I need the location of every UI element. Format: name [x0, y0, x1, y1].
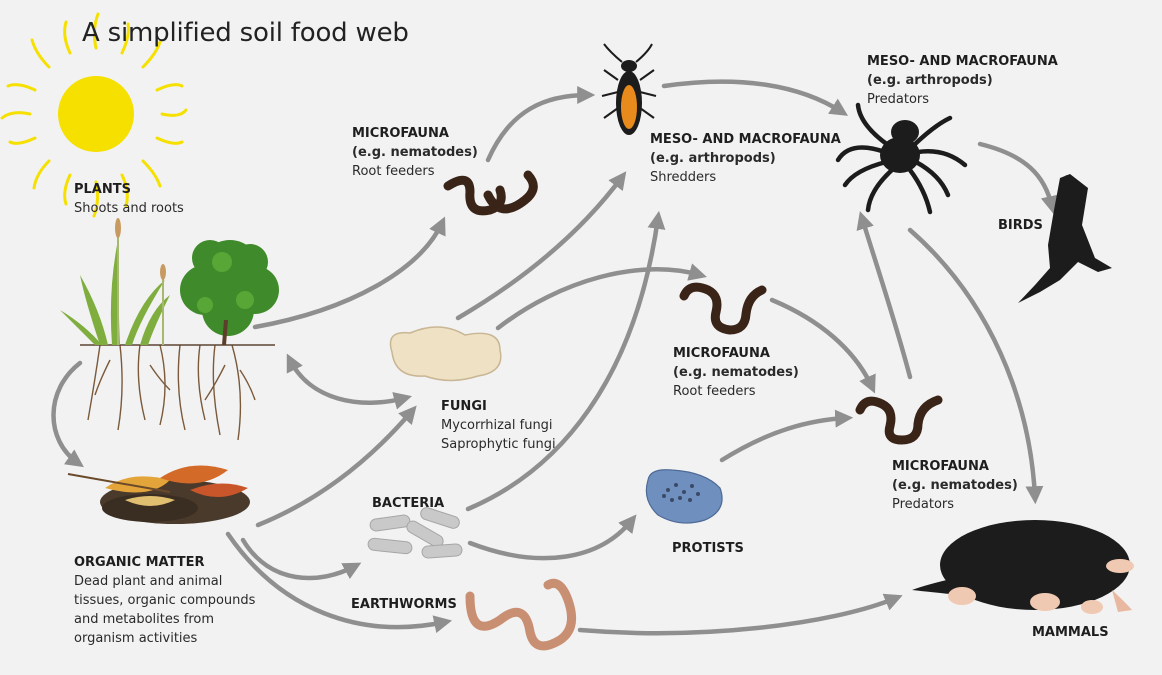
label-line: Root feeders	[673, 384, 756, 399]
label-protists: PROTISTS	[672, 539, 744, 558]
label-earthworms: EARTHWORMS	[351, 595, 457, 614]
label-microfauna-root-feeders-2: MICROFAUNA (e.g. nematodes) Root feeders	[673, 344, 799, 401]
arrow-nematode-to-microfauna-predators	[769, 297, 876, 394]
label-heading: EARTHWORMS	[351, 597, 457, 612]
label-line: Saprophytic fungi	[441, 437, 556, 452]
nematode-icon	[679, 282, 767, 335]
label-line: Predators	[892, 497, 955, 512]
arrow-organic-matter-to-bacteria	[240, 537, 362, 581]
label-line: Dead plant and animal	[74, 574, 223, 589]
label-line: (e.g. arthropods)	[650, 151, 776, 166]
label-line: organism activities	[74, 631, 198, 646]
label-line: (e.g. nematodes)	[352, 145, 478, 160]
arrow-microfauna-to-shredders	[485, 86, 596, 163]
nematode-icon	[443, 170, 538, 216]
arrow-bacteria-to-shredders	[465, 210, 666, 512]
leaf-litter-icon	[67, 465, 250, 524]
arrow-organic-matter-to-fungi	[255, 405, 417, 528]
plants-icon	[60, 218, 279, 441]
arrow-shredders-to-predators	[661, 79, 849, 116]
arrow-fungi-to-microfauna-root-feeders-2	[495, 263, 707, 331]
label-heading: MICROFAUNA	[673, 346, 770, 361]
arrow-fungi-to-shredders	[455, 171, 627, 321]
label-heading: MESO- AND MACROFAUNA	[650, 132, 841, 147]
arrow-plants-to-organic-matter	[51, 360, 84, 468]
spider-icon	[835, 102, 968, 215]
bacteria-icon	[367, 507, 463, 559]
label-line: (e.g. arthropods)	[867, 73, 993, 88]
label-heading: MICROFAUNA	[352, 126, 449, 141]
label-meso-shredders: MESO- AND MACROFAUNA (e.g. arthropods) S…	[650, 130, 841, 187]
label-heading: FUNGI	[441, 399, 487, 414]
label-meso-predators: MESO- AND MACROFAUNA (e.g. arthropods) P…	[867, 52, 1058, 109]
label-line: Root feeders	[352, 164, 435, 179]
fungi-icon	[389, 326, 502, 382]
arrow-protists-to-microfauna-predators	[719, 409, 854, 463]
arrow-plants-fungi-bidirectional	[286, 353, 412, 410]
sun-icon	[0, 12, 188, 218]
arrow-microfauna-predators-to-arthropod-predators	[856, 211, 913, 380]
label-heading: PLANTS	[74, 182, 131, 197]
bird-icon	[1018, 174, 1112, 303]
earthworm-icon	[465, 578, 577, 651]
beetle-icon	[601, 43, 657, 135]
arrow-arthropod-predators-to-mammals	[907, 227, 1044, 505]
mole-icon	[912, 520, 1134, 614]
label-bacteria: BACTERIA	[372, 494, 444, 513]
arrow-bacteria-to-protists	[467, 514, 637, 561]
label-organic-matter: ORGANIC MATTER Dead plant and animal tis…	[74, 553, 255, 648]
label-heading: MICROFAUNA	[892, 459, 989, 474]
label-microfauna-root-feeders-1: MICROFAUNA (e.g. nematodes) Root feeders	[352, 124, 478, 181]
arrow-plants-to-microfauna-root-feeders	[252, 216, 446, 330]
arrow-predators-to-birds	[977, 141, 1059, 215]
label-line: Shredders	[650, 170, 717, 185]
label-heading: BIRDS	[998, 218, 1043, 233]
label-heading: MAMMALS	[1032, 625, 1109, 640]
label-line: and metabolites from	[74, 612, 214, 627]
label-heading: BACTERIA	[372, 496, 445, 511]
diagram-title: A simplified soil food web	[82, 18, 409, 48]
label-line: (e.g. nematodes)	[892, 478, 1018, 493]
label-heading: PROTISTS	[672, 541, 744, 556]
label-birds: BIRDS	[998, 216, 1043, 235]
label-line: Shoots and roots	[74, 201, 184, 216]
label-mammals: MAMMALS	[1032, 623, 1109, 642]
label-line: Mycorrhizal fungi	[441, 418, 553, 433]
label-line: tissues, organic compounds	[74, 593, 256, 608]
label-plants: PLANTS Shoots and roots	[74, 180, 184, 218]
arrows	[51, 79, 1059, 636]
arrow-earthworms-to-mammals	[577, 593, 903, 636]
protist-icon	[645, 469, 723, 524]
label-heading: ORGANIC MATTER	[74, 555, 205, 570]
label-line: (e.g. nematodes)	[673, 365, 799, 380]
arrow-organic-matter-to-earthworms	[225, 531, 453, 634]
label-line: Predators	[867, 92, 930, 107]
nematode-icon	[855, 395, 943, 445]
label-fungi: FUNGI Mycorrhizal fungi Saprophytic fung…	[441, 397, 556, 454]
label-heading: MESO- AND MACROFAUNA	[867, 54, 1058, 69]
label-microfauna-predators: MICROFAUNA (e.g. nematodes) Predators	[892, 457, 1018, 514]
